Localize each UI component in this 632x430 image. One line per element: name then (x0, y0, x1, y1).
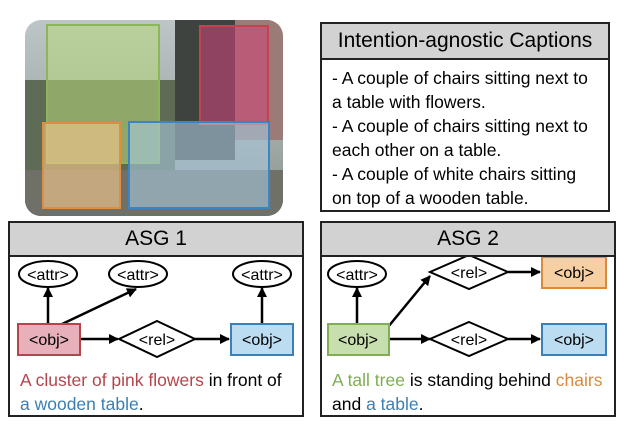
caption-item: - A couple of chairs sitting next to eac… (332, 116, 588, 160)
asg2-graph: <attr> <obj> <rel> <obj> <rel> <obj> (327, 253, 607, 358)
asg1-obj1-label: <obj> (29, 332, 69, 349)
asg1-attr3-node (232, 260, 292, 288)
asg2-obj1-label: <obj> (338, 332, 378, 349)
asg2-caption-part: . (418, 394, 424, 414)
table-region-box (128, 121, 270, 209)
caption-item: - A couple of chairs sitting next to a t… (332, 68, 588, 112)
asg1-panel: <attr> <attr> <attr> <obj> <rel> <obj> A… (8, 221, 304, 417)
asg1-title: ASG 1 (10, 223, 302, 257)
asg1-caption-part: in front of (203, 370, 282, 390)
asg2-rel1-node (427, 253, 511, 291)
asg1-attr1-node (18, 260, 78, 288)
asg1-attr2-label: <attr> (117, 267, 159, 284)
asg2-attr1-label: <attr> (336, 267, 378, 284)
asg1-obj1-node (17, 323, 81, 356)
scene-photo-svg (25, 20, 283, 216)
asg2-obj1-node (327, 323, 390, 356)
captions-title: Intention-agnostic Captions (322, 24, 608, 60)
asg2-title: ASG 2 (322, 223, 614, 257)
asg1-caption-part: A cluster of pink flowers (20, 370, 204, 390)
captions-list: - A couple of chairs sitting next to a t… (322, 60, 608, 210)
asg1-obj2-node (230, 323, 294, 356)
asg1-graph: <attr> <attr> <attr> <obj> <rel> <obj> (17, 260, 294, 359)
asg2-caption-part: a table (366, 394, 419, 414)
caption-item: - A couple of white chairs sitting on to… (332, 164, 577, 208)
asg2-obj2-label: <obj> (554, 265, 594, 282)
edge-obj1-rel1 (387, 275, 431, 328)
asg1-caption: A cluster of pink flowers in front of a … (20, 368, 294, 415)
asg2-panel: <attr> <obj> <rel> <obj> <rel> <obj> ASG… (320, 221, 616, 417)
asg2-caption: A tall tree is standing behind chairs an… (332, 368, 606, 415)
chairs-region-box (42, 122, 121, 209)
asg1-caption-part: . (138, 394, 144, 414)
asg1-attr1-label: <attr> (27, 267, 69, 284)
flowers-region-box (199, 25, 269, 125)
captions-panel: Intention-agnostic Captions - A couple o… (320, 22, 610, 212)
asg2-rel1-label: <rel> (451, 265, 487, 282)
asg1-rel1-label: <rel> (139, 332, 175, 349)
asg1-attr3-label: <attr> (241, 267, 283, 284)
asg2-caption-part: is standing behind (404, 370, 556, 390)
asg2-rel2-label: <rel> (451, 332, 487, 349)
asg2-caption-part: chairs (555, 370, 603, 390)
scene-photo (25, 20, 283, 216)
asg1-obj2-label: <obj> (242, 332, 282, 349)
edge-obj1-attr2 (59, 287, 137, 327)
asg2-obj3-node (541, 323, 607, 356)
asg1-attr2-node (108, 260, 168, 288)
asg2-caption-part: and (332, 394, 367, 414)
asg2-obj2-node (541, 256, 607, 289)
asg2-attr1-node (327, 260, 387, 288)
asg2-rel2-node (427, 320, 511, 358)
asg2-caption-part: A tall tree (332, 370, 405, 390)
asg1-rel1-node (116, 319, 198, 359)
asg2-obj3-label: <obj> (554, 332, 594, 349)
asg1-caption-part: a wooden table (20, 394, 139, 414)
